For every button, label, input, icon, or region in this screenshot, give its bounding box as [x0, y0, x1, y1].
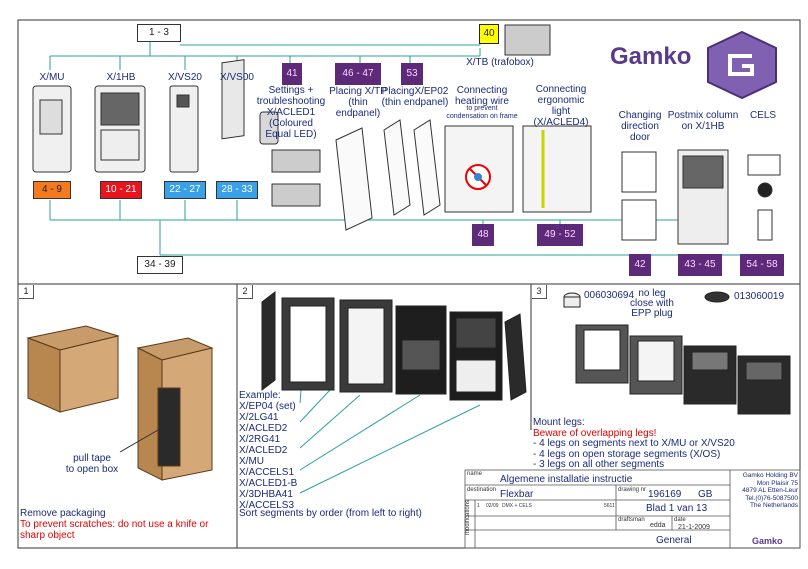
- range-bottom-box: 34 - 39: [137, 256, 183, 274]
- tb-destination-label: destination: [467, 487, 497, 493]
- tb-mod-label: modifications: [465, 499, 471, 535]
- product-label-1hb: X/1HB: [106, 72, 136, 83]
- postmix-label: Postmix column on X/1HB: [667, 110, 739, 132]
- ep-page-badge: 53: [401, 63, 423, 85]
- pages-badge-1hb: 10 - 21: [100, 181, 142, 199]
- tb-mod-num: 1: [477, 503, 480, 509]
- panel-2-number: 2: [238, 285, 253, 299]
- tb-draftsman-label: draftsman: [618, 517, 645, 523]
- part-code-1: 006030694: [584, 290, 635, 301]
- product-label-vs00: X/VS00: [220, 72, 254, 83]
- example-item: X/ACCELS3: [239, 500, 295, 511]
- cels-label: CELS: [749, 110, 777, 121]
- tb-drawing-label: drawing nr: [618, 487, 647, 493]
- example-item: X/EP04 (set): [239, 401, 296, 412]
- door-label: Changing direction door: [618, 110, 662, 143]
- company-line: Tel.(0)76-5087500: [745, 494, 798, 502]
- example-list: Example: X/EP04 (set) X/2LG41 X/ACLED2 X…: [239, 390, 297, 511]
- pages-badge-vs20: 22 - 27: [164, 181, 206, 199]
- part-code-2: 013060019: [734, 291, 785, 302]
- tb-draftsman-value: edda: [650, 522, 666, 529]
- tb-destination-value: Flexbar: [500, 489, 534, 500]
- company-line: Mon Plaisir 75: [756, 479, 798, 487]
- product-label-mu: X/MU: [39, 72, 65, 83]
- ep-label: PlacingX/EP02 (thin endpanel): [381, 86, 449, 108]
- product-label-vs20: X/VS20: [168, 72, 202, 83]
- tb-logo-text: Gamko: [752, 536, 783, 546]
- company-line: 4879 AL Etten-Leur: [742, 487, 798, 494]
- tb-name-label: name: [467, 471, 483, 477]
- tp-label: Placing X/TP (thin endpanel): [329, 86, 387, 119]
- example-item: X/MU: [239, 456, 264, 467]
- tb-category: General: [656, 535, 692, 546]
- door-page-badge: 42: [629, 254, 651, 276]
- example-item: X/2LG41: [239, 412, 279, 423]
- tb-lang: GB: [698, 489, 713, 500]
- heating-page-badge: 48: [472, 224, 494, 246]
- example-item: X/ACLED2: [239, 423, 288, 434]
- example-item: X/2RG41: [239, 434, 281, 445]
- panel-2-caption: Sort segments by order (from left to rig…: [239, 508, 422, 519]
- company-line: The Netherlands: [749, 502, 798, 509]
- trafobox-page-badge: 40: [479, 24, 499, 44]
- overlap-warning: Beware of overlapping legs!: [533, 427, 657, 439]
- tb-name-value: Algemene installatie instructie: [500, 474, 633, 485]
- brand-name: Gamko: [610, 43, 692, 70]
- heating-label: Connecting heating wire: [455, 85, 509, 107]
- example-item: X/ACLED1-B: [239, 478, 298, 489]
- postmix-pages-badge: 43 - 45: [678, 254, 722, 276]
- tb-mod-desc: DMX + CELS: [502, 503, 532, 509]
- gamko-logo-mark: [707, 30, 777, 100]
- panel-1-warning: To prevent scratches: do not use a knife…: [20, 519, 209, 541]
- example-item: X/3DHBA41: [239, 489, 293, 500]
- light-label: Connecting ergonomic light (X/ACLED4): [533, 84, 589, 128]
- leg-note: - 4 legs on segments next to X/MU or X/V…: [533, 438, 735, 449]
- leg-note: - 3 legs on all other segments: [533, 459, 665, 470]
- tb-mod-date: 02/09: [486, 503, 499, 509]
- tb-company: Gamko Holding BV Mon Plaisir 75 4879 AL …: [732, 472, 798, 510]
- settings-page-badge: 41: [282, 63, 302, 85]
- tb-date-value: 21-1-2009: [678, 524, 710, 531]
- mount-legs-notes: Mount legs: Beware of overlapping legs! …: [533, 417, 735, 471]
- tb-mod-code: 5611: [604, 503, 615, 509]
- no-leg-label: no leg close with EPP plug: [630, 288, 674, 319]
- leg-note: - 4 legs on open storage segments (X/OS): [533, 448, 721, 460]
- tb-sheet: Blad 1 van 13: [646, 503, 708, 514]
- panel-1-number: 1: [19, 285, 34, 299]
- example-item: X/ACCELS1: [239, 467, 295, 478]
- light-pages-badge: 49 - 52: [537, 224, 583, 246]
- pull-tape-label: pull tape to open box: [65, 453, 119, 475]
- settings-label: Settings + troubleshooting X/ACLED1 (Col…: [256, 85, 326, 140]
- tp-pages-badge: 46 - 47: [335, 63, 381, 85]
- panel-1-caption: Remove packaging: [20, 508, 106, 519]
- pages-badge-mu: 4 - 9: [33, 181, 71, 199]
- company-line: Gamko Holding BV: [742, 472, 798, 479]
- panel-3-number: 3: [532, 285, 547, 299]
- pages-badge-vs00: 28 - 33: [216, 181, 258, 199]
- heating-sub-label: to prevent condensation on frame: [446, 105, 518, 120]
- range-top-box: 1 - 3: [137, 24, 181, 42]
- tb-drawing-value: 196169: [648, 489, 682, 500]
- example-item: X/ACLED2: [239, 445, 288, 456]
- example-title: Example:: [239, 390, 281, 401]
- trafobox-label: X/TB (trafobox): [466, 57, 534, 68]
- cels-pages-badge: 54 - 58: [740, 254, 784, 276]
- tb-date-label: date: [674, 517, 686, 523]
- mount-title: Mount legs:: [533, 417, 585, 428]
